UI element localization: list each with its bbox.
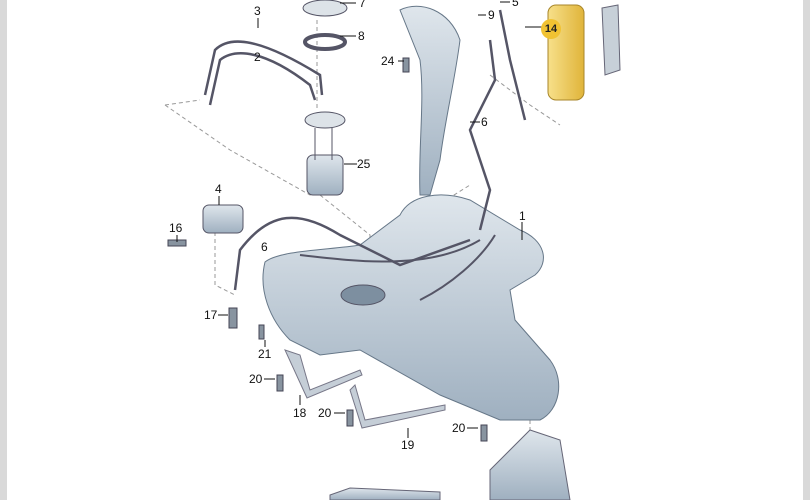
callout-25: 25 [357,157,371,171]
canister-bracket [601,4,621,76]
heat-shield-lower [329,487,441,500]
callout-16: 16 [169,221,183,235]
callout-14-highlighted: 14 [541,19,561,39]
callout-3: 3 [254,4,261,18]
callout-20-right: 20 [452,421,466,435]
fuel-lines [203,9,527,291]
callout-17: 17 [204,308,218,322]
callout-9: 9 [488,8,495,22]
callout-19: 19 [401,438,415,452]
seal-ring [303,33,347,51]
fuel-filter [202,204,244,234]
callout-6-upper: 6 [481,115,488,129]
callout-24: 24 [381,54,395,68]
fuel-pump [304,111,346,196]
callout-1: 1 [519,209,526,223]
callout-21: 21 [258,347,272,361]
callout-20-left: 20 [249,372,263,386]
locking-ring [302,0,348,17]
right-border [803,0,810,500]
callout-2: 2 [254,50,261,64]
callout-4: 4 [215,182,222,196]
fuel-tank [262,194,560,421]
callout-5: 5 [512,0,519,9]
callout-7: 7 [359,0,366,10]
callout-18: 18 [293,406,307,420]
callout-6-lower: 6 [261,240,268,254]
heat-shield [489,429,571,500]
filler-neck [399,5,461,196]
bolts [167,57,488,442]
left-border [0,0,7,500]
tank-straps [284,349,446,429]
callout-20-middle: 20 [318,406,332,420]
callout-8: 8 [358,29,365,43]
